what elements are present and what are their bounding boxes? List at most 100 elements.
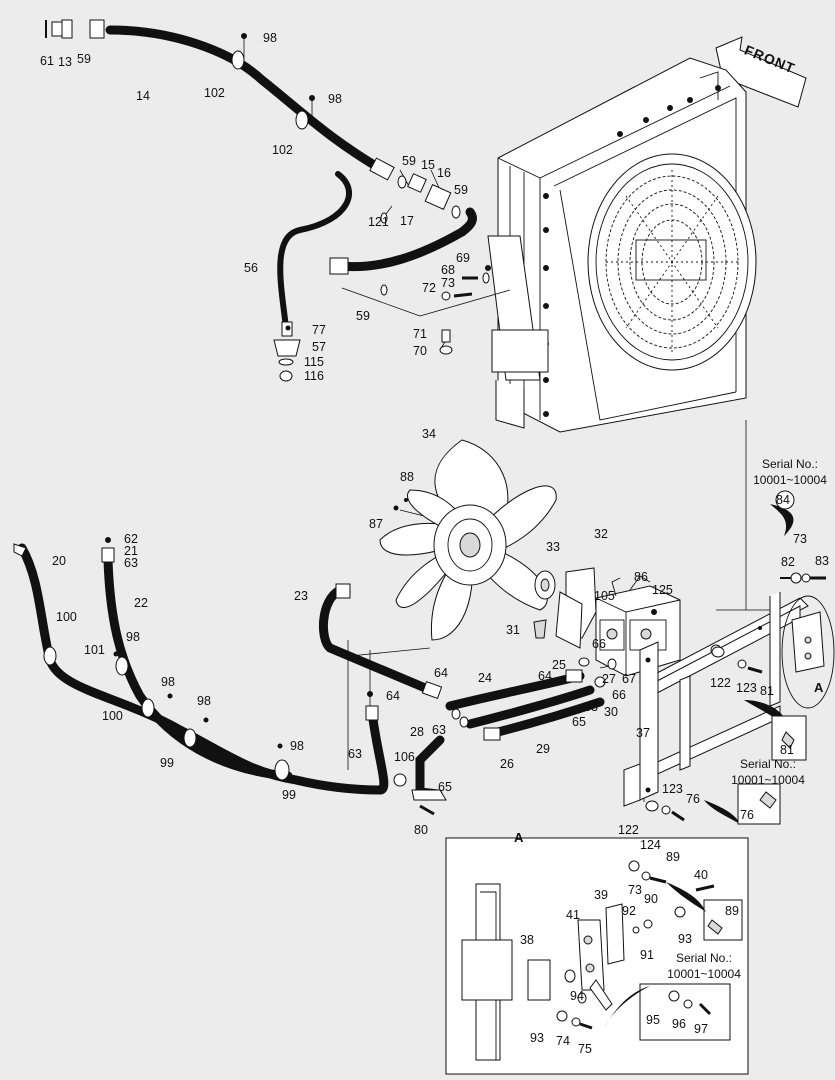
callout: 94 — [570, 989, 584, 1003]
callout: 71 — [413, 327, 427, 341]
callout: 38 — [520, 933, 534, 947]
callout: 98 — [263, 31, 277, 45]
serial-note-2-line1: Serial No.: — [740, 757, 796, 771]
callout: 98 — [161, 675, 175, 689]
callout: 89 — [666, 850, 680, 864]
callout: 30 — [604, 705, 618, 719]
serial-note-1-line1: Serial No.: — [762, 457, 818, 471]
callout: 77 — [312, 323, 326, 337]
callout: 93 — [678, 932, 692, 946]
top-hose-group — [45, 19, 491, 382]
callout: 96 — [672, 1017, 686, 1031]
callout: 59 — [356, 309, 370, 323]
callout: 99 — [282, 788, 296, 802]
callout: 123 — [662, 782, 683, 796]
middle-hose-group — [318, 583, 605, 816]
callout: 84 — [776, 493, 790, 507]
callout: 81 — [780, 743, 794, 757]
callout: 102 — [204, 86, 225, 100]
detail-a-view — [445, 837, 749, 1075]
callout: 63 — [124, 556, 138, 570]
callout: 75 — [578, 1042, 592, 1056]
callout: 24 — [478, 671, 492, 685]
callout: 95 — [646, 1013, 660, 1027]
serial-note-3: Serial No.: 10001~10004 — [667, 951, 741, 981]
frame-bracket — [623, 504, 835, 824]
callout: 116 — [304, 369, 324, 383]
callout: 106 — [394, 750, 415, 764]
callout: 98 — [290, 739, 304, 753]
callout: 99 — [160, 756, 174, 770]
callout: 17 — [400, 214, 414, 228]
callout: 98 — [126, 630, 140, 644]
callout: 83 — [815, 554, 829, 568]
callout: 102 — [272, 143, 293, 157]
callout-labels: 61 13 59 14 98 102 98 102 59 15 16 59 12… — [40, 31, 829, 1056]
callout: 59 — [77, 52, 91, 66]
callout: 69 — [456, 251, 470, 265]
callout: 122 — [618, 823, 639, 837]
callout: 59 — [454, 183, 468, 197]
callout: 64 — [386, 689, 400, 703]
callout: 15 — [421, 158, 435, 172]
serial-note-1: Serial No.: 10001~10004 — [753, 457, 827, 487]
callout: 97 — [694, 1022, 708, 1036]
callout: 124 — [640, 838, 661, 852]
callout: 89 — [725, 904, 739, 918]
callout: 62 — [124, 532, 138, 546]
callout: 65 — [438, 780, 452, 794]
callout: 33 — [546, 540, 560, 554]
callout: 41 — [566, 908, 580, 922]
callout: 25 — [552, 658, 566, 672]
callout: 67 — [622, 672, 636, 686]
callout: 73 — [793, 532, 807, 546]
callout: 63 — [432, 723, 446, 737]
callout: 121 — [368, 215, 389, 229]
callout: 32 — [594, 527, 608, 541]
callout: 100 — [102, 709, 123, 723]
callout: 14 — [136, 89, 150, 103]
callout: 21 — [124, 544, 138, 558]
callout: 31 — [506, 623, 520, 637]
callout: 87 — [369, 517, 383, 531]
callout: 16 — [437, 166, 451, 180]
callout: 100 — [56, 610, 77, 624]
cooling-fan — [379, 439, 557, 641]
callout: 66 — [612, 688, 626, 702]
inset-bolt-81 — [771, 715, 807, 761]
detail-a-marker: A — [814, 680, 824, 695]
callout: 39 — [594, 888, 608, 902]
serial-note-1-line2: 10001~10004 — [753, 473, 827, 487]
inset-bolt-76 — [737, 783, 781, 825]
callout: 98 — [197, 694, 211, 708]
callout: 92 — [622, 904, 636, 918]
callout: 86 — [634, 570, 648, 584]
callout: 70 — [413, 344, 427, 358]
callout: 101 — [84, 643, 105, 657]
callout: 26 — [500, 757, 514, 771]
serial-note-2-line2: 10001~10004 — [731, 773, 805, 787]
fan-motor-valve — [578, 575, 681, 688]
callout: 59 — [402, 154, 416, 168]
callout: 122 — [710, 676, 731, 690]
callout: 125 — [652, 583, 673, 597]
callout: 93 — [530, 1031, 544, 1045]
callout: 90 — [644, 892, 658, 906]
callout: 105 — [594, 589, 615, 603]
callout: 29 — [536, 742, 550, 756]
callout: 61 — [40, 54, 54, 68]
callout: 91 — [640, 948, 654, 962]
callout: 13 — [58, 55, 72, 69]
serial-note-2: Serial No.: 10001~10004 — [731, 757, 805, 787]
serial-note-3-line2: 10001~10004 — [667, 967, 741, 981]
callout: 98 — [328, 92, 342, 106]
callout: 34 — [422, 427, 436, 441]
callout: 37 — [636, 726, 650, 740]
callout: 40 — [694, 868, 708, 882]
callout: 68 — [441, 263, 455, 277]
callout: 73 — [628, 883, 642, 897]
callout: 73 — [441, 276, 455, 290]
detail-a-title: A — [514, 830, 524, 845]
